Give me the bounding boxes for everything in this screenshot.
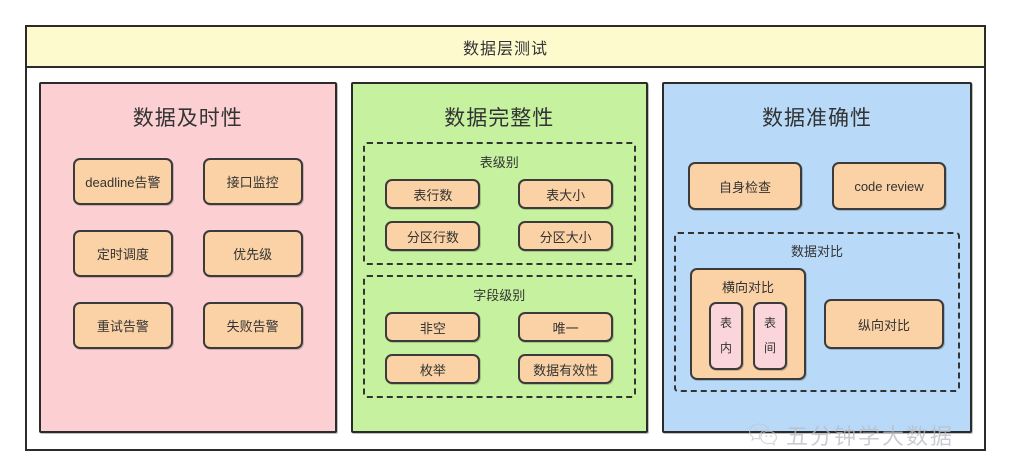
node-failure-alert[interactable]: 失败告警: [202, 302, 303, 349]
node-retry-alert[interactable]: 重试告警: [72, 302, 173, 349]
comparison-body: 横向对比 表 内 表 间: [686, 268, 948, 380]
node-table-size[interactable]: 表大小: [518, 179, 614, 209]
column-accuracy: 数据准确性 自身检查 code review 数据对比 横向对比 表: [662, 82, 972, 433]
node-horizontal-comparison[interactable]: 横向对比 表 内 表 间: [690, 268, 806, 380]
table-level-node-grid: 表行数 表大小 分区行数 分区大小: [375, 179, 625, 251]
node-inter-table[interactable]: 表 间: [753, 302, 787, 370]
inter-table-line1: 表: [763, 315, 776, 330]
subgroup-title-table-level: 表级别: [479, 155, 519, 170]
node-partition-size[interactable]: 分区大小: [518, 221, 614, 251]
intra-table-line1: 表: [719, 315, 732, 330]
node-scheduled-dispatch[interactable]: 定时调度: [72, 230, 173, 277]
node-unique[interactable]: 唯一: [518, 312, 614, 342]
node-self-check[interactable]: 自身检查: [688, 162, 802, 210]
subgroup-field-level: 字段级别 非空 唯一 枚举 数据有效性: [362, 275, 636, 398]
horizontal-comparison-items: 表 内 表 间: [700, 302, 796, 370]
column-title-accuracy: 数据准确性: [762, 107, 872, 130]
node-not-null[interactable]: 非空: [385, 312, 481, 342]
page-title: 数据层测试: [462, 40, 548, 58]
column-title-completeness: 数据完整性: [444, 107, 555, 130]
columns-container: 数据及时性 deadline告警 接口监控 定时调度 优先级 重试告警 失败告警…: [27, 68, 984, 449]
horizontal-comparison-title: 横向对比: [721, 280, 774, 295]
column-timeliness: 数据及时性 deadline告警 接口监控 定时调度 优先级 重试告警 失败告警: [39, 82, 337, 433]
subgroup-data-comparison: 数据对比 横向对比 表 内 表 间: [674, 232, 960, 392]
node-intra-table[interactable]: 表 内: [709, 302, 743, 370]
column-completeness: 数据完整性 表级别 表行数 表大小 分区行数 分区大小 字段级别 非空 唯一: [350, 82, 648, 433]
accuracy-top-node-grid: 自身检查 code review: [674, 162, 960, 210]
timeliness-node-grid: deadline告警 接口监控 定时调度 优先级 重试告警 失败告警: [51, 158, 325, 349]
diagram-outer-frame: 数据层测试 数据及时性 deadline告警 接口监控 定时调度 优先级 重试告…: [25, 25, 986, 451]
intra-table-line2: 内: [719, 341, 732, 356]
field-level-node-grid: 非空 唯一 枚举 数据有效性: [375, 312, 625, 384]
node-vertical-comparison[interactable]: 纵向对比: [824, 299, 944, 349]
column-title-timeliness: 数据及时性: [132, 107, 243, 130]
node-enum[interactable]: 枚举: [385, 354, 481, 384]
diagram-title-bar: 数据层测试: [27, 27, 984, 68]
node-interface-monitor[interactable]: 接口监控: [202, 158, 303, 205]
node-deadline-alert[interactable]: deadline告警: [72, 158, 173, 205]
subgroup-title-field-level: 字段级别: [473, 288, 526, 303]
node-data-validity[interactable]: 数据有效性: [518, 354, 614, 384]
node-code-review[interactable]: code review: [832, 162, 946, 210]
subgroup-title-data-comparison: 数据对比: [790, 244, 843, 259]
inter-table-line2: 间: [763, 341, 776, 356]
subgroup-table-level: 表级别 表行数 表大小 分区行数 分区大小: [362, 142, 636, 265]
node-table-row-count[interactable]: 表行数: [385, 179, 481, 209]
node-partition-row-count[interactable]: 分区行数: [385, 221, 481, 251]
node-priority[interactable]: 优先级: [202, 230, 303, 277]
